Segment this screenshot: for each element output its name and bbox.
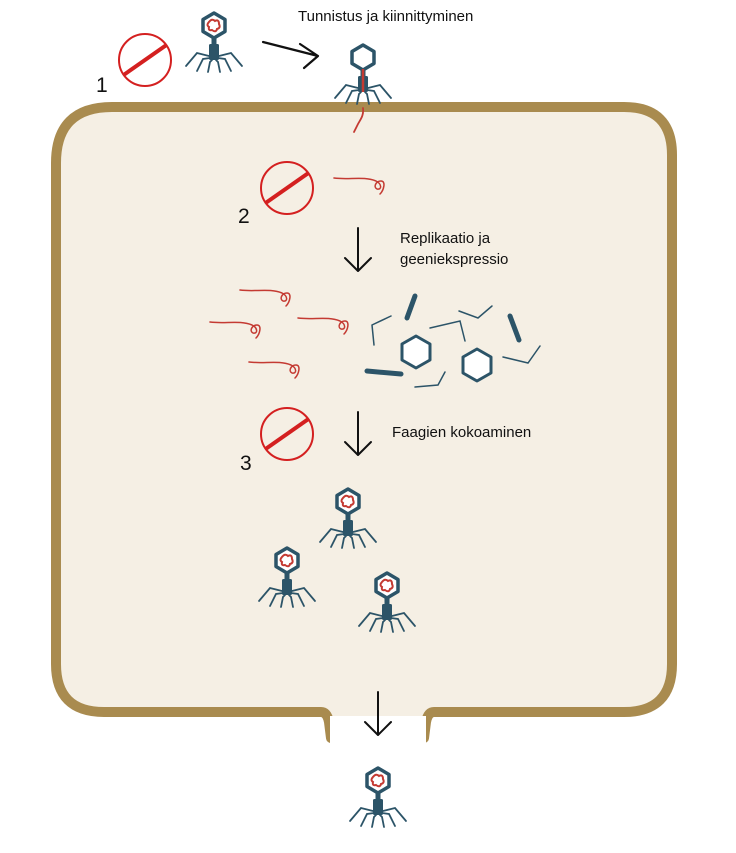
capsid-icon <box>461 347 493 383</box>
arrow-icon <box>344 411 372 456</box>
step-1-label: 1 <box>96 74 108 97</box>
arrow-icon <box>344 227 372 272</box>
bacterial-cell-wall <box>51 102 677 743</box>
step-3-label: 3 <box>240 452 252 475</box>
replication-label-line1: Replikaatio ja <box>400 230 491 247</box>
bacteriophage-attached-icon <box>333 43 393 106</box>
replication-label-line2: geeniekspressio <box>400 251 509 268</box>
prohibition-icon <box>117 32 173 88</box>
bacteriophage-icon <box>348 766 408 829</box>
step-2-label: 2 <box>238 205 250 228</box>
arrow-icon <box>364 691 392 736</box>
capsid-icon <box>400 334 432 370</box>
injected-dna-icon <box>353 107 365 133</box>
bacteriophage-icon <box>184 11 244 74</box>
assembly-label: Faagien kokoaminen <box>392 424 532 441</box>
arrow-icon <box>261 40 320 70</box>
attach-label: Tunnistus ja kiinnittyminen <box>298 8 474 25</box>
phage-components <box>364 293 541 388</box>
